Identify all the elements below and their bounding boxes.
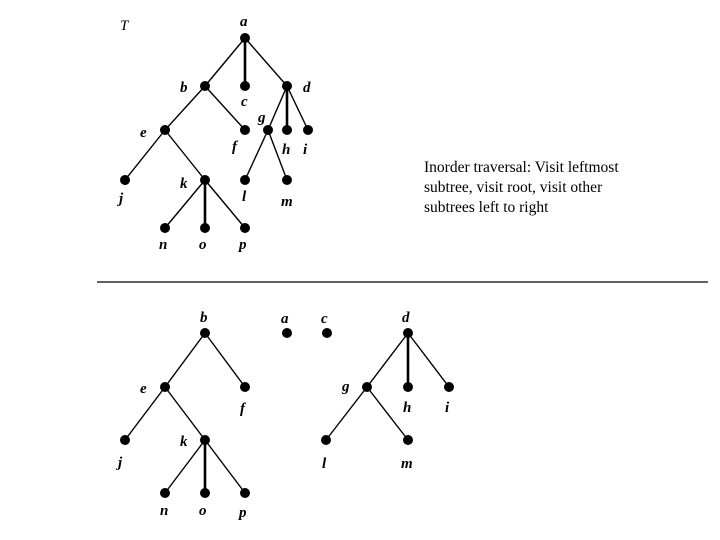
top-node-n — [160, 223, 170, 233]
top-node-a — [240, 33, 250, 43]
bottom-label-h: h — [403, 400, 411, 416]
bottom-node-o — [200, 488, 210, 498]
bottom-label-p: p — [237, 505, 247, 521]
top-node-e — [160, 125, 170, 135]
top-label-a: a — [240, 14, 248, 30]
bottom-node-m — [403, 435, 413, 445]
bottom-edge-g-m — [366, 386, 409, 441]
top-edge-a-d — [244, 37, 288, 87]
bottom-node-l — [321, 435, 331, 445]
bottom-edge-d-i — [407, 332, 450, 388]
top-label-g: g — [257, 110, 266, 126]
top-node-l — [240, 175, 250, 185]
top-edge-k-p — [204, 179, 246, 229]
top-edge-d-g — [267, 85, 288, 131]
inorder-traversal-note: Inorder traversal: Visit leftmost subtre… — [424, 158, 714, 218]
top-edge-b-f — [204, 85, 246, 131]
top-node-p — [240, 223, 250, 233]
top-node-o — [200, 223, 210, 233]
bottom-node-n — [160, 488, 170, 498]
top-edge-b-e — [164, 85, 206, 131]
top-label-e: e — [140, 125, 147, 141]
bottom-edge-d-g — [366, 332, 409, 388]
bottom-label-d: d — [402, 310, 410, 326]
top-label-h: h — [282, 142, 290, 158]
bottom-label-m: m — [401, 456, 413, 472]
top-edge-a-b — [204, 37, 246, 87]
top-label-d: d — [303, 80, 311, 96]
top-node-b — [200, 81, 210, 91]
top-edge-d-i — [286, 85, 309, 131]
top-node-m — [282, 175, 292, 185]
bottom-label-o: o — [199, 503, 207, 519]
top-label-n: n — [159, 237, 167, 253]
bottom-edge-b-e — [164, 332, 206, 388]
top-label-m: m — [281, 194, 293, 210]
top-node-j — [120, 175, 130, 185]
top-edge-k-n — [164, 179, 206, 229]
bottom-node-e — [160, 382, 170, 392]
top-node-c — [240, 81, 250, 91]
top-node-k — [200, 175, 210, 185]
top-label-b: b — [180, 80, 188, 96]
note-line-2: subtree, visit root, visit other — [424, 179, 603, 196]
bottom-label-a: a — [281, 311, 289, 327]
top-node-h — [282, 125, 292, 135]
top-node-d — [282, 81, 292, 91]
top-node-i — [303, 125, 313, 135]
top-label-k: k — [180, 176, 188, 192]
top-label-f: f — [232, 139, 239, 155]
bottom-node-d — [403, 328, 413, 338]
bottom-label-f: f — [240, 401, 247, 417]
bottom-node-c — [322, 328, 332, 338]
top-edge-g-l — [244, 129, 269, 181]
top-tree-edges — [124, 37, 309, 229]
note-line-1: Inorder traversal: Visit leftmost — [424, 159, 619, 176]
bottom-label-i: i — [445, 400, 450, 416]
tree-title: T — [120, 18, 130, 34]
top-tree-nodes — [120, 33, 313, 233]
bottom-node-b — [200, 328, 210, 338]
bottom-label-g: g — [341, 379, 350, 395]
note-line-3: subtrees left to right — [424, 199, 549, 216]
top-label-i: i — [303, 142, 308, 158]
bottom-node-g — [362, 382, 372, 392]
bottom-tree-labels: b a c d e f g h i j k l m n o p — [116, 310, 450, 521]
bottom-label-l: l — [322, 456, 327, 472]
top-label-c: c — [241, 94, 248, 110]
bottom-tree-edges — [124, 332, 450, 494]
top-label-o: o — [199, 237, 207, 253]
bottom-tree-nodes — [120, 328, 454, 498]
bottom-node-h — [403, 382, 413, 392]
top-label-p: p — [237, 237, 247, 253]
bottom-label-b: b — [200, 310, 208, 326]
bottom-node-i — [444, 382, 454, 392]
top-edge-g-m — [267, 129, 288, 181]
bottom-label-e: e — [140, 381, 147, 397]
top-label-j: j — [117, 191, 124, 207]
bottom-node-j — [120, 435, 130, 445]
top-node-f — [240, 125, 250, 135]
bottom-node-a — [282, 328, 292, 338]
bottom-edge-g-l — [325, 386, 368, 441]
top-edge-e-j — [124, 129, 166, 181]
top-edge-e-k — [164, 129, 206, 181]
bottom-label-c: c — [321, 311, 328, 327]
bottom-label-n: n — [160, 503, 168, 519]
bottom-edge-e-j — [124, 386, 166, 441]
bottom-node-k — [200, 435, 210, 445]
top-node-g — [263, 125, 273, 135]
bottom-label-j: j — [116, 455, 123, 471]
bottom-label-k: k — [180, 434, 188, 450]
bottom-edge-b-f — [204, 332, 246, 388]
bottom-edge-k-p — [204, 439, 246, 494]
bottom-edge-k-n — [164, 439, 206, 494]
bottom-edge-e-k — [164, 386, 206, 441]
bottom-node-f — [240, 382, 250, 392]
top-label-l: l — [242, 189, 247, 205]
bottom-node-p — [240, 488, 250, 498]
